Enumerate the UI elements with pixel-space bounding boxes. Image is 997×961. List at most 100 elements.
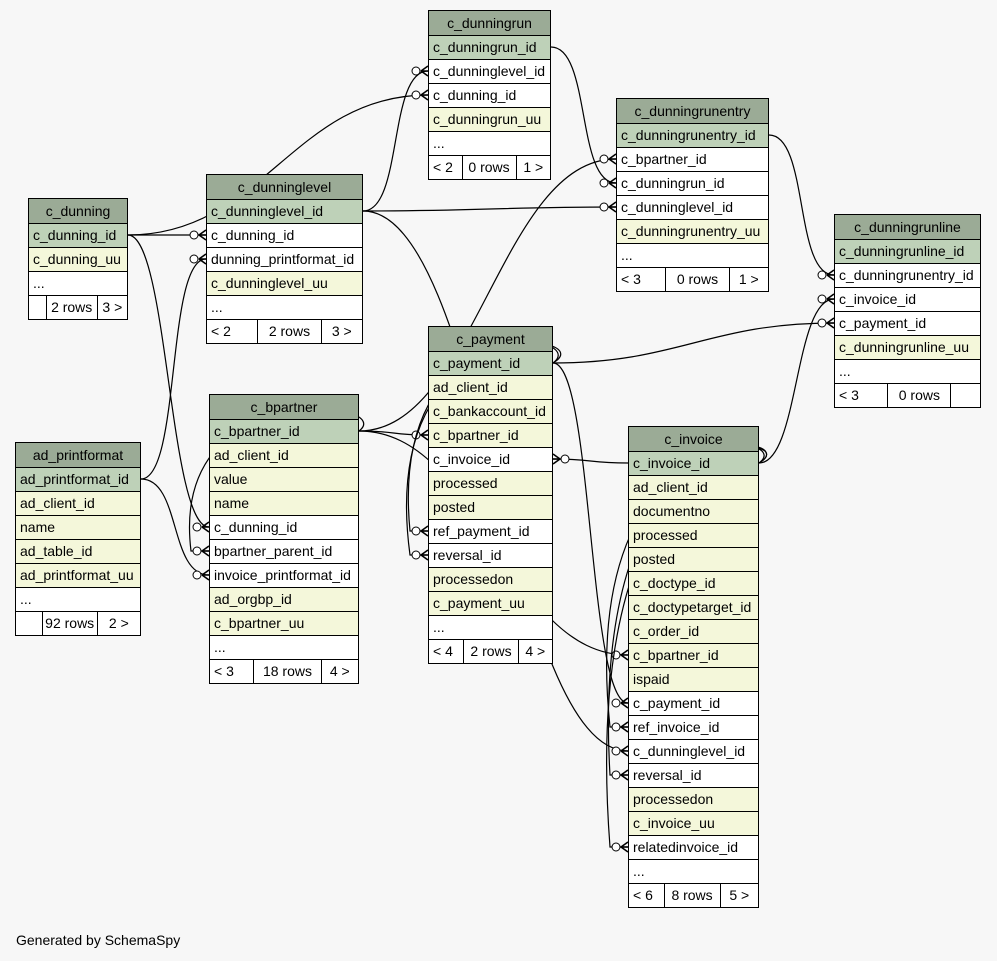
column-row[interactable]: c_dunninglevel_id	[429, 60, 550, 84]
more-columns-row[interactable]: ...	[16, 588, 140, 612]
column-row[interactable]: ad_table_id	[16, 540, 140, 564]
column-row[interactable]: processed	[629, 524, 758, 548]
table-header[interactable]: c_dunningrun	[429, 11, 550, 36]
more-columns-row[interactable]: ...	[29, 272, 127, 296]
parents-link[interactable]	[16, 612, 43, 635]
column-row[interactable]: reversal_id	[429, 544, 552, 568]
column-row[interactable]: ad_client_id	[210, 444, 358, 468]
column-row[interactable]: c_bpartner_id	[429, 424, 552, 448]
column-row[interactable]: ad_printformat_id	[16, 468, 140, 492]
parents-link[interactable]: < 2	[429, 156, 463, 179]
more-columns-row[interactable]: ...	[629, 860, 758, 884]
column-row[interactable]: c_dunning_uu	[29, 248, 127, 272]
children-link[interactable]: 3 >	[102, 299, 123, 315]
column-row[interactable]: processed	[429, 472, 552, 496]
table-header[interactable]: ad_printformat	[16, 443, 140, 468]
column-row[interactable]: c_invoice_uu	[629, 812, 758, 836]
children-link[interactable]: 2 >	[108, 615, 129, 631]
children-link[interactable]: 4 >	[329, 663, 350, 679]
column-row[interactable]: ad_orgbp_id	[210, 588, 358, 612]
table-header[interactable]: c_invoice	[629, 427, 758, 452]
parents-link[interactable]: < 4	[429, 640, 465, 663]
table-header[interactable]: c_dunninglevel	[207, 175, 362, 200]
column-row[interactable]: c_invoice_id	[835, 288, 980, 312]
column-row[interactable]: c_dunning_id	[207, 224, 362, 248]
more-columns-row[interactable]: ...	[835, 360, 980, 384]
more-columns-row[interactable]: ...	[617, 244, 768, 268]
column-row[interactable]: c_payment_uu	[429, 592, 552, 616]
column-row[interactable]: name	[16, 516, 140, 540]
parents-link[interactable]: < 3	[617, 268, 667, 291]
column-row[interactable]: c_payment_id	[835, 312, 980, 336]
column-row[interactable]: c_dunningrunline_uu	[835, 336, 980, 360]
column-row[interactable]: c_bpartner_id	[617, 148, 768, 172]
column-row[interactable]: c_bankaccount_id	[429, 400, 552, 424]
column-row[interactable]: c_payment_id	[629, 692, 758, 716]
column-row[interactable]: posted	[429, 496, 552, 520]
column-row[interactable]: ispaid	[629, 668, 758, 692]
column-row[interactable]: c_bpartner_uu	[210, 612, 358, 636]
column-row[interactable]: documentno	[629, 500, 758, 524]
column-row[interactable]: c_payment_id	[429, 352, 552, 376]
children-link[interactable]: 1 >	[738, 271, 759, 287]
more-columns-row[interactable]: ...	[429, 132, 550, 156]
table-header[interactable]: c_dunningrunentry	[617, 99, 768, 124]
column-row[interactable]: ref_invoice_id	[629, 716, 758, 740]
column-row[interactable]: processedon	[429, 568, 552, 592]
parents-link[interactable]	[29, 296, 47, 319]
column-row[interactable]: c_dunningrunentry_uu	[617, 220, 768, 244]
column-row[interactable]: ad_client_id	[629, 476, 758, 500]
column-row[interactable]: c_dunningrun_uu	[429, 108, 550, 132]
children-link[interactable]	[951, 384, 980, 407]
column-row[interactable]: posted	[629, 548, 758, 572]
column-row[interactable]: c_dunning_id	[29, 224, 127, 248]
column-row[interactable]: relatedinvoice_id	[629, 836, 758, 860]
column-row[interactable]: ad_client_id	[16, 492, 140, 516]
column-row[interactable]: c_doctypetarget_id	[629, 596, 758, 620]
column-row[interactable]: ad_client_id	[429, 376, 552, 400]
column-row[interactable]: reversal_id	[629, 764, 758, 788]
column-row[interactable]: ref_payment_id	[429, 520, 552, 544]
table-header[interactable]: c_dunning	[29, 199, 127, 224]
column-row[interactable]: name	[210, 492, 358, 516]
column-row[interactable]: ad_printformat_uu	[16, 564, 140, 588]
column-row[interactable]: c_dunninglevel_id	[617, 196, 768, 220]
column-row[interactable]: c_dunningrun_id	[617, 172, 768, 196]
column-row[interactable]: c_dunninglevel_uu	[207, 272, 362, 296]
column-row[interactable]: value	[210, 468, 358, 492]
more-columns-row[interactable]: ...	[207, 296, 362, 320]
column-row[interactable]: c_dunningrunentry_id	[617, 124, 768, 148]
table-header[interactable]: c_bpartner	[210, 395, 358, 420]
parents-link[interactable]: < 3	[835, 384, 889, 407]
more-columns-row[interactable]: ...	[210, 636, 358, 660]
table-header[interactable]: c_payment	[429, 327, 552, 352]
column-row[interactable]: c_invoice_id	[629, 452, 758, 476]
parents-link[interactable]: < 2	[207, 320, 259, 343]
children-link[interactable]: 4 >	[525, 643, 546, 659]
column-row[interactable]: processedon	[629, 788, 758, 812]
column-row[interactable]: c_dunning_id	[429, 84, 550, 108]
column-row[interactable]: c_order_id	[629, 620, 758, 644]
column-row[interactable]: dunning_printformat_id	[207, 248, 362, 272]
column-row[interactable]: c_bpartner_id	[210, 420, 358, 444]
parents-link[interactable]: < 3	[210, 660, 255, 683]
column-row[interactable]: bpartner_parent_id	[210, 540, 358, 564]
column-row[interactable]: c_invoice_id	[429, 448, 552, 472]
column-row[interactable]: c_bpartner_id	[629, 644, 758, 668]
children-link[interactable]: 3 >	[331, 323, 352, 339]
column-row[interactable]: c_dunning_id	[210, 516, 358, 540]
parents-link[interactable]: < 6	[629, 884, 665, 907]
children-link[interactable]: 1 >	[523, 159, 544, 175]
children-link[interactable]: 5 >	[729, 887, 750, 903]
column-row[interactable]: c_doctype_id	[629, 572, 758, 596]
column-row[interactable]: c_dunninglevel_id	[207, 200, 362, 224]
